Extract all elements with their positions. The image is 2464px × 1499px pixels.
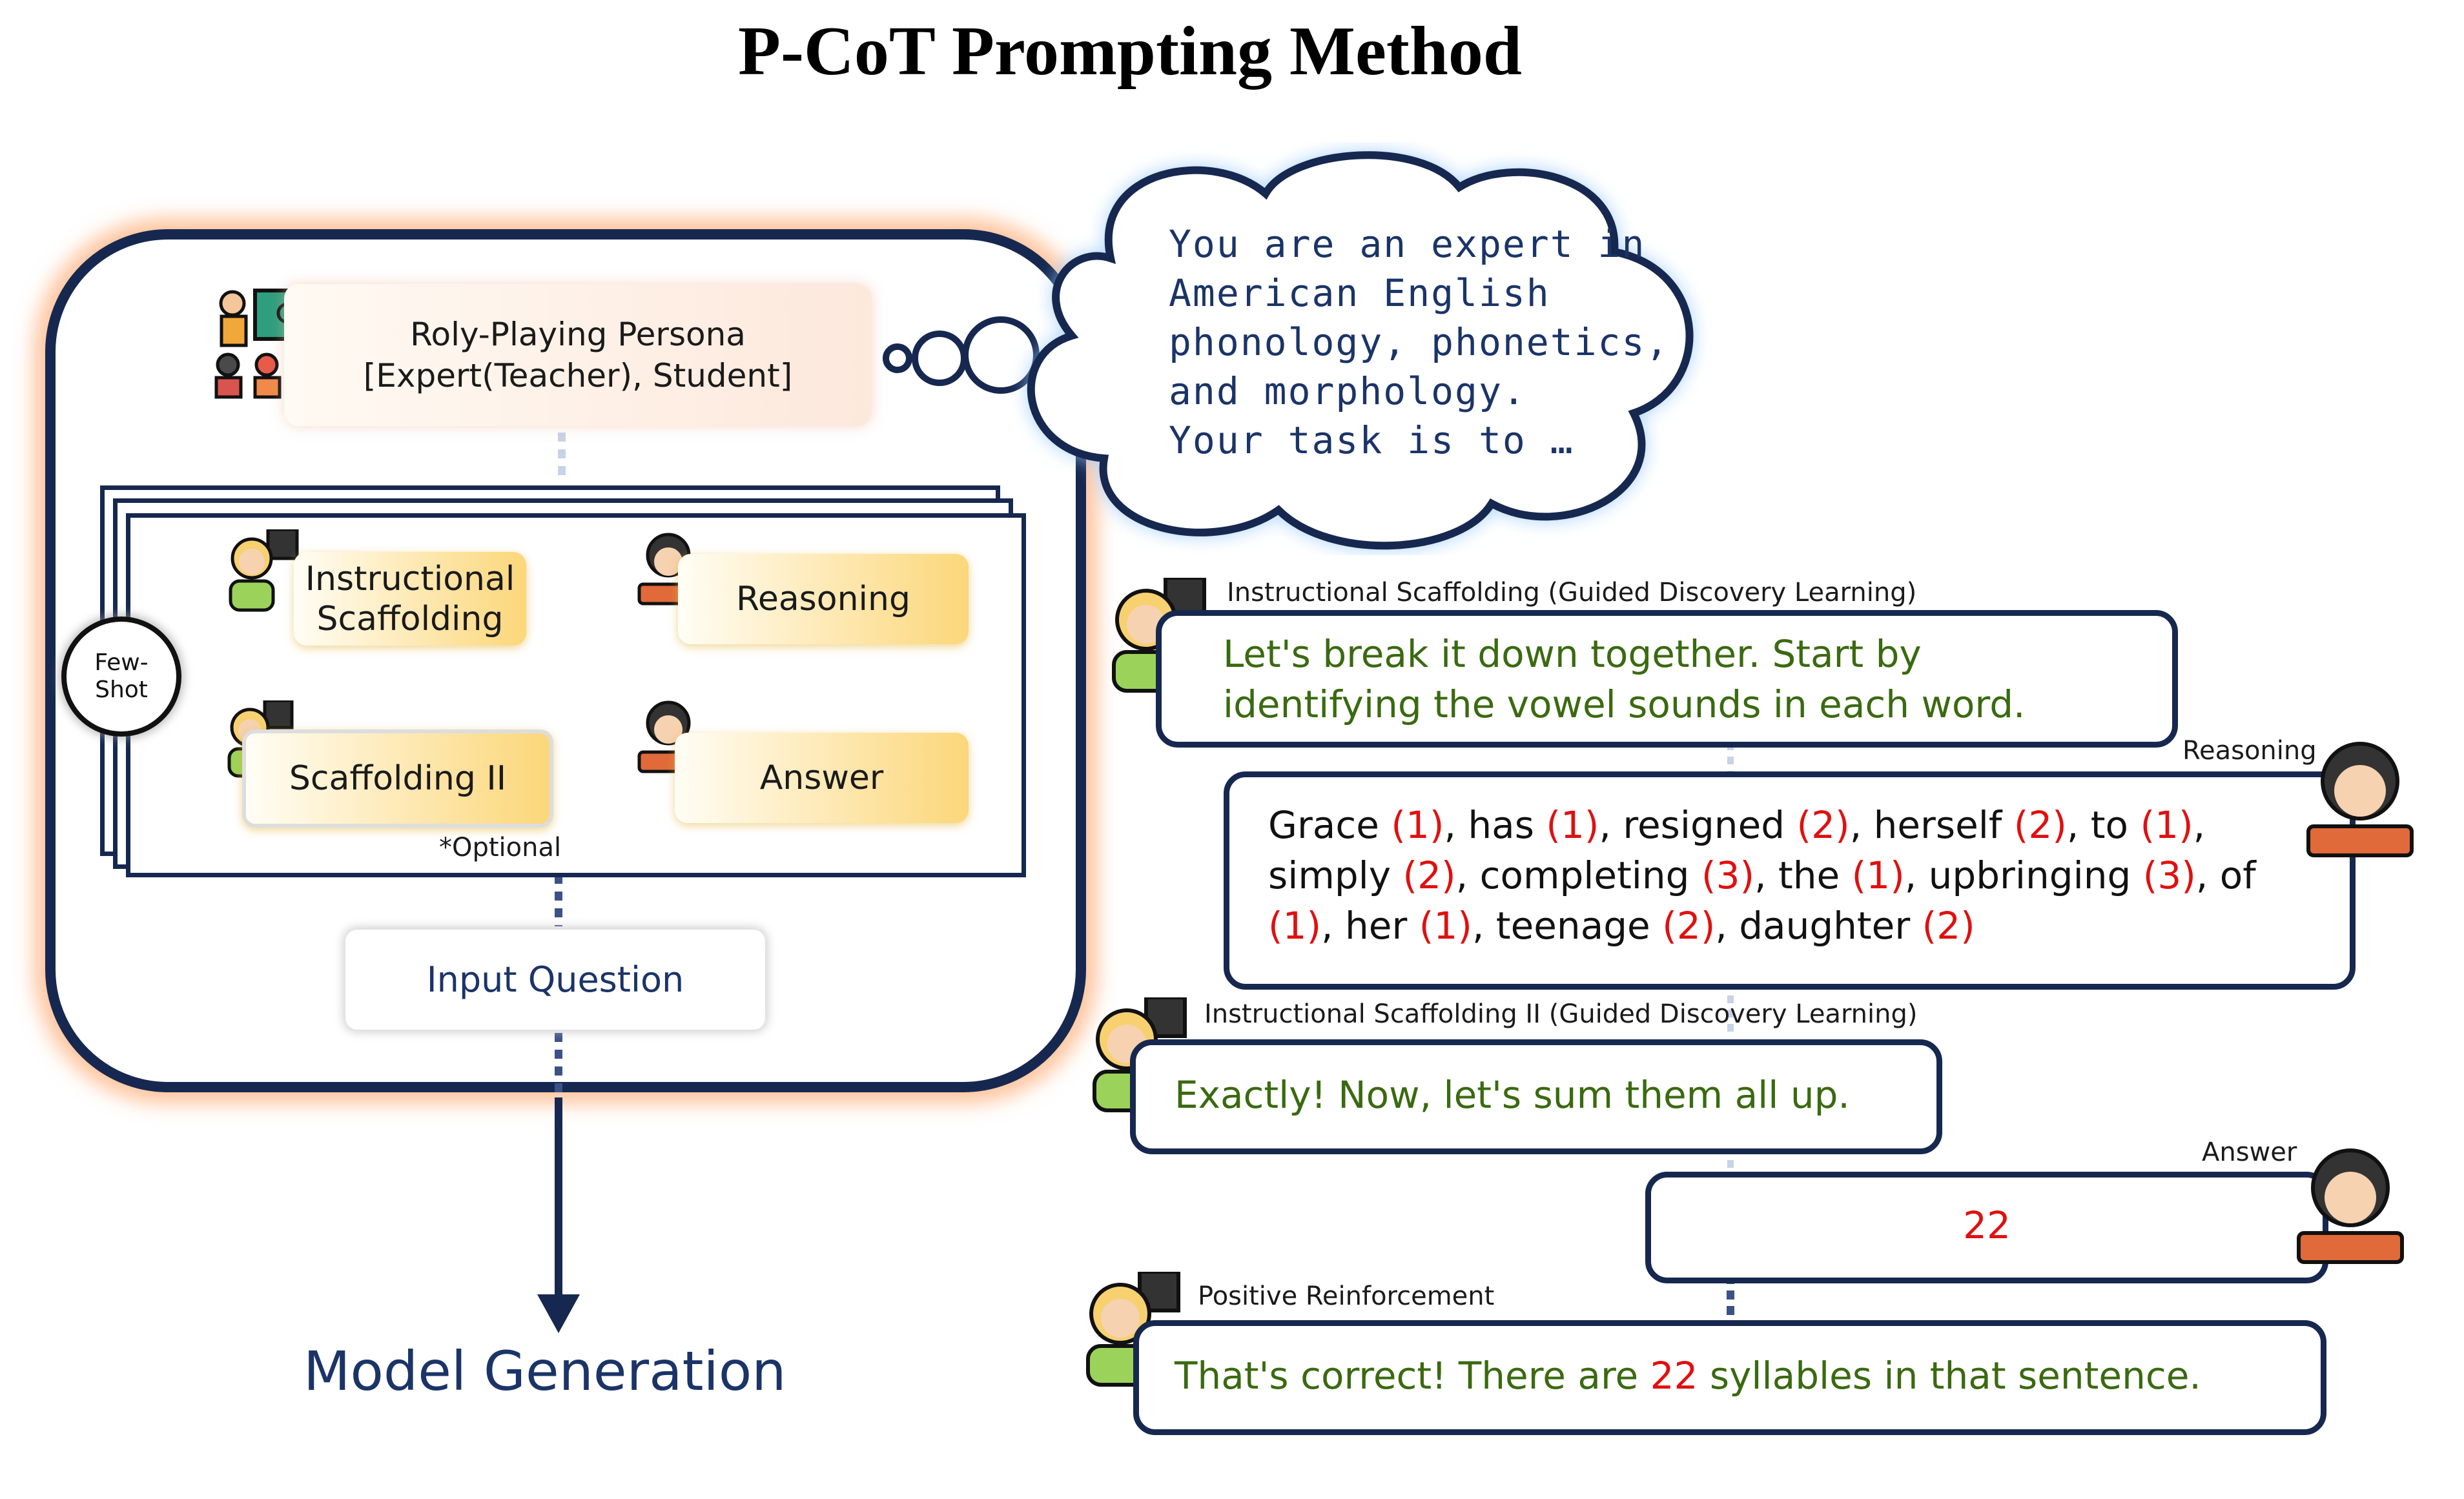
few-shot-line1: Few- <box>94 649 149 676</box>
scaffold-line: identifying the vowel sounds in each wor… <box>1223 682 2026 726</box>
reasoning-word: of <box>2219 853 2256 897</box>
thought-cloud <box>883 151 1694 550</box>
cloud-line: You are an expert in <box>1169 222 1646 266</box>
cloud-prompt-text: You are an expert in American English ph… <box>1169 219 1669 465</box>
syllable-count: (3) <box>2142 853 2196 897</box>
positive-pre: That's correct! There are <box>1175 1354 1639 1398</box>
persona-box: Roly-Playing Persona [Expert(Teacher), S… <box>284 284 872 426</box>
syllable-count: (2) <box>1922 904 1975 948</box>
model-generation-label: Model Generation <box>303 1340 786 1403</box>
reasoning-bubble: Grace (1), has (1), resigned (2), hersel… <box>1224 771 2356 990</box>
reasoning-word: her <box>1345 904 1419 948</box>
syllable-count: (1) <box>1268 904 1322 948</box>
reasoning-label: Reasoning <box>2182 736 2317 766</box>
reasoning-text: Grace (1), has (1), resigned (2), hersel… <box>1268 803 2256 948</box>
syllable-count: (1) <box>1546 803 1599 847</box>
positive-bubble: That's correct! There are 22 syllables i… <box>1133 1320 2326 1435</box>
few-shot-line2: Shot <box>95 677 148 703</box>
answer-pill: Answer <box>675 733 969 823</box>
answer-label: Answer <box>2202 1137 2297 1167</box>
reasoning-word: to <box>2090 803 2141 847</box>
page-title: P-CoT Prompting Method <box>738 13 1522 90</box>
reasoning-word: the <box>1778 853 1852 897</box>
syllable-count: (1) <box>1851 853 1905 897</box>
positive-post: syllables in that sentence. <box>1709 1354 2201 1398</box>
syllable-count: (2) <box>1402 853 1456 897</box>
instructional-scaffolding-pill: Instructional Scaffolding <box>294 552 526 646</box>
answer-value: 22 <box>1963 1203 2011 1247</box>
teacher-avatar-icon <box>1093 997 1187 1112</box>
cloud-line: American English <box>1169 271 1550 315</box>
answer-bubble: 22 <box>1645 1172 2328 1283</box>
reasoning-word: Grace <box>1268 803 1391 847</box>
input-question-box: Input Question <box>345 930 765 1030</box>
cloud-line: Your task is to … <box>1169 418 1574 462</box>
scaffold2-label: Instructional Scaffolding II (Guided Dis… <box>1204 999 1918 1029</box>
instructional-line1: Instructional <box>305 559 515 598</box>
reasoning-word: completing <box>1479 853 1701 897</box>
cloud-line: phonology, phonetics, <box>1169 320 1670 364</box>
reasoning-word: teenage <box>1495 904 1663 948</box>
reasoning-word: simply <box>1268 853 1403 897</box>
scaffolding-ii-pill: Scaffolding II <box>242 729 553 828</box>
syllable-count: (3) <box>1701 853 1755 897</box>
syllable-count: (2) <box>2013 803 2067 847</box>
down-arrow-icon <box>537 1294 580 1333</box>
optional-note: *Optional <box>439 833 562 862</box>
scaffold2-bubble: Exactly! Now, let's sum them all up. <box>1130 1039 1942 1154</box>
positive-text: That's correct! There are 22 syllables i… <box>1175 1351 2201 1401</box>
reasoning-word: herself <box>1873 803 2014 847</box>
persona-roles: [Expert(Teacher), Student] <box>363 357 793 394</box>
student-avatar-icon <box>2306 742 2414 857</box>
scaffold-bubble: Let's break it down together. Start by i… <box>1156 610 2178 748</box>
few-shot-badge: Few- Shot <box>61 617 181 737</box>
scaffold-label: Instructional Scaffolding (Guided Discov… <box>1227 578 1917 607</box>
teacher-icon <box>229 529 299 612</box>
scaffold2-text: Exactly! Now, let's sum them all up. <box>1175 1073 1850 1117</box>
cloud-line: and morphology. <box>1169 369 1526 413</box>
reasoning-word: resigned <box>1623 803 1797 847</box>
student-avatar-icon <box>2297 1148 2404 1264</box>
reasoning-pill: Reasoning <box>678 554 969 644</box>
scaffold-line: Let's break it down together. Start by <box>1223 632 1922 676</box>
syllable-count: (1) <box>2140 803 2193 847</box>
syllable-count: (1) <box>1391 803 1444 847</box>
syllable-count: (1) <box>1419 904 1472 948</box>
persona-title: Roly-Playing Persona <box>410 316 746 353</box>
syllable-count: (2) <box>1662 904 1716 948</box>
reasoning-word: has <box>1468 803 1546 847</box>
positive-label: Positive Reinforcement <box>1198 1281 1495 1311</box>
positive-number: 22 <box>1650 1354 1698 1398</box>
reasoning-word: upbringing <box>1928 853 2143 897</box>
scaffold-text: Let's break it down together. Start by i… <box>1223 629 2026 729</box>
syllable-count: (2) <box>1796 803 1850 847</box>
reasoning-word: daughter <box>1739 904 1922 948</box>
instructional-line2: Scaffolding <box>316 599 504 638</box>
